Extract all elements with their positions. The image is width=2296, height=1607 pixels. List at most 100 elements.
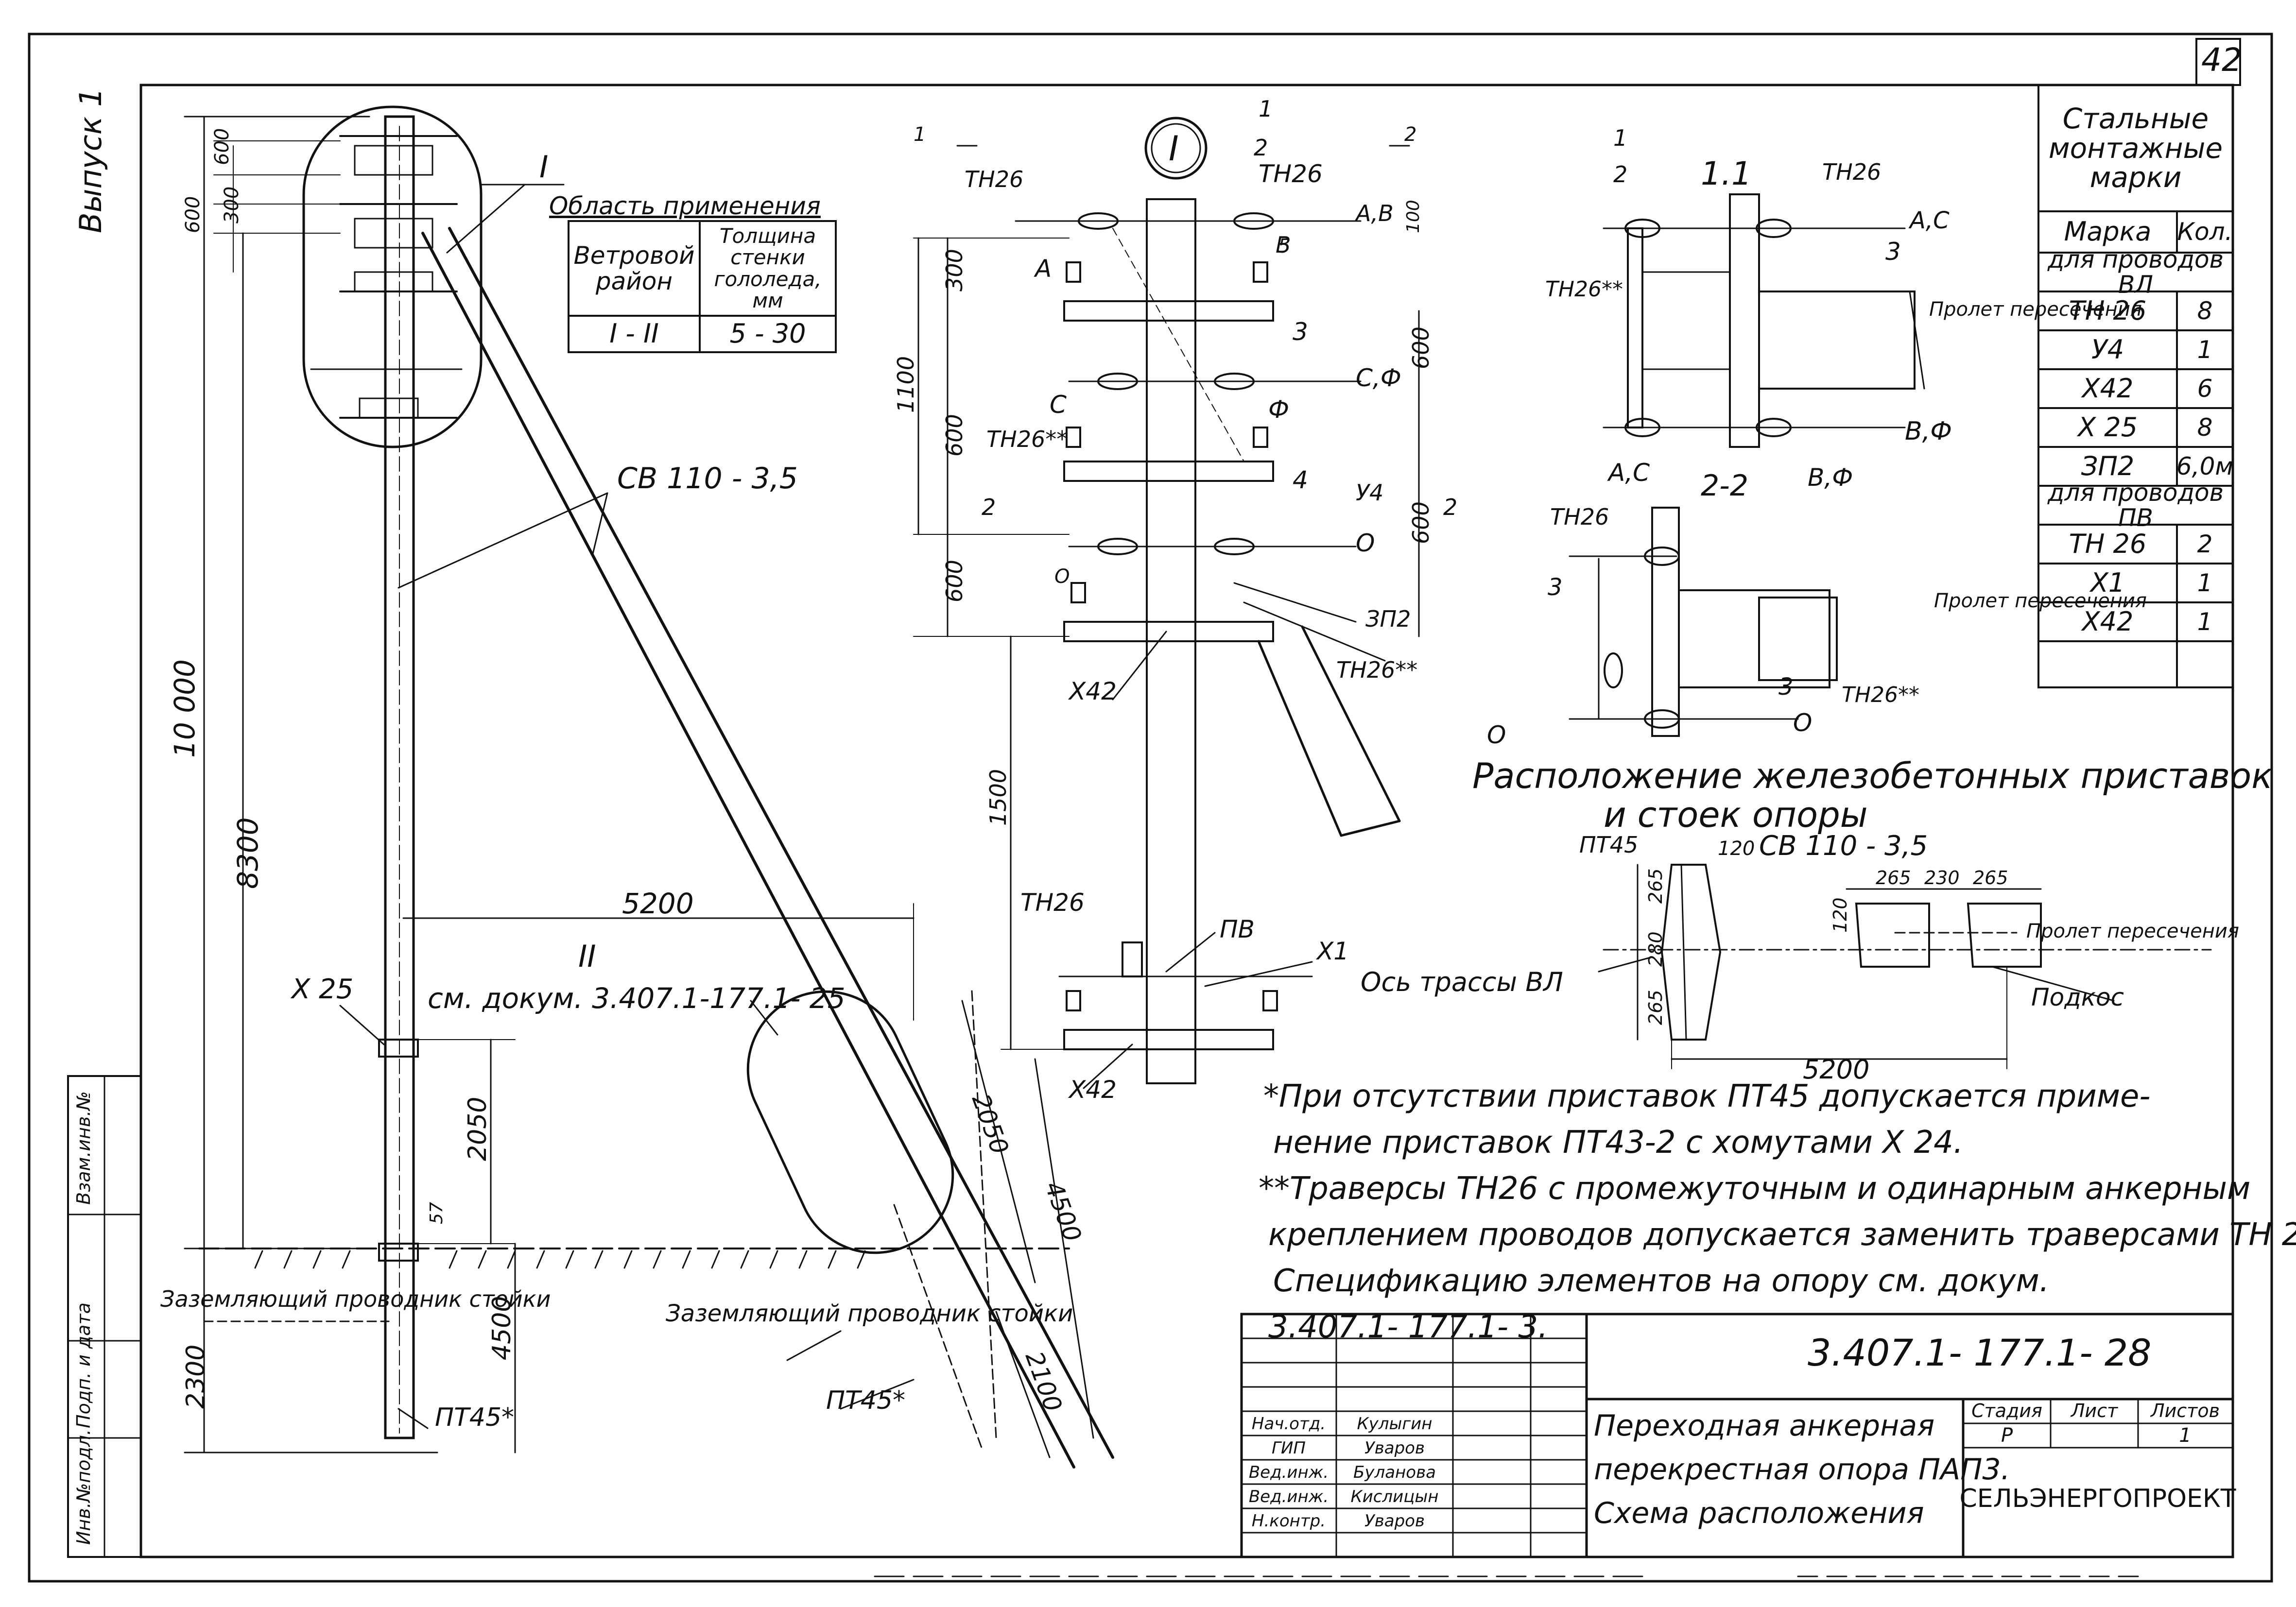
mark-name: Х42 (2082, 373, 2134, 404)
callout-I-ring (302, 105, 483, 448)
mark-qty: 1 (2197, 607, 2213, 636)
d1-pv: ПВ (1220, 915, 1255, 943)
application-area-title: Область применения (549, 192, 821, 220)
layout-plan-title-1: Расположение железобетонных приставок (1472, 755, 2273, 796)
s11-n3: 3 (1885, 238, 1901, 266)
mark-name: Х1 (2090, 567, 2125, 598)
staff-role: ГИП (1272, 1438, 1306, 1458)
d1-o1: О (1356, 529, 1375, 557)
lp-pt45: ПТ45 (1579, 832, 1638, 858)
d1-dim-100: 100 (1403, 200, 1423, 233)
wind-region-value: I - II (609, 318, 659, 349)
staff-name: Кислицын (1350, 1487, 1439, 1507)
s22-n3a: 3 (1548, 574, 1563, 601)
lp-d265b: 265 (1645, 990, 1666, 1025)
doc-number: 3.407.1- 177.1- 28 (1808, 1331, 2152, 1374)
dim-600-left: 600 (182, 196, 204, 233)
strut-line-1 (421, 232, 1075, 1469)
strut-line-2 (448, 227, 1114, 1459)
dim-57: 57 (427, 1202, 447, 1224)
mark-name: Х 25 (2078, 411, 2138, 443)
stage-header: Стадия (1971, 1400, 2042, 1422)
grounding-label-1a: Заземляющий проводник стойки (160, 1286, 551, 1312)
sheets-header: Листов (2151, 1400, 2220, 1422)
s11-bf2: В,Ф (1808, 463, 1853, 492)
d1-tn26-e: ТН26 (1020, 889, 1085, 917)
d1-o2: О (1054, 565, 1070, 588)
stage-value: Р (2001, 1424, 2013, 1447)
lp-d265a: 265 (1645, 868, 1666, 904)
s11-n1: 1 (1613, 125, 1627, 151)
d1-n2c: 2 (1443, 494, 1457, 520)
mark-qty: 6,0м (2176, 452, 2234, 480)
see-doc-ref: см. докум. 3.407.1-177.1- 25 (428, 982, 846, 1015)
post-label: СВ 110 - 3,5 (617, 462, 798, 496)
d1-zp2: ЗП2 (1365, 606, 1411, 632)
lp-post: СВ 110 - 3,5 (1759, 830, 1928, 862)
d1-sec-mark-1: 1 (914, 123, 926, 146)
sheet-value (2052, 1424, 2137, 1447)
lp-d120: 120 (1718, 838, 1755, 860)
d1-dim-300: 300 (941, 249, 967, 291)
s11-title: 1.1 (1701, 155, 1752, 192)
lp-axis: Ось трассы ВЛ (1361, 967, 1563, 997)
note-line: 3.407.1- 177.1- 3. (1268, 1309, 1548, 1345)
s11-span: Пролет пересечения (1929, 298, 2142, 321)
s22-tn26s: ТН26** (1842, 683, 1919, 707)
s22-o2: О (1793, 709, 1812, 737)
marks-section-pv: для проводов ПВ (2047, 478, 2224, 532)
s11-tn26s: ТН26** (1545, 277, 1623, 302)
d1-c: С (1050, 391, 1067, 419)
d1-n5: 5 (1278, 235, 1290, 257)
lp-d5200: 5200 (1803, 1054, 1869, 1085)
d1-dim-600a: 600 (941, 414, 967, 457)
grounding-label-2: Заземляющий проводник стойки (666, 1300, 1073, 1327)
dim-600-top: 600 (211, 128, 233, 165)
marks-section-vl: для проводов ВЛ (2047, 245, 2224, 299)
dim-5200: 5200 (622, 887, 694, 920)
mark-qty: 1 (2197, 568, 2213, 597)
note-line: нение приставок ПТ43-2 с хомутами Х 24. (1273, 1125, 1964, 1161)
note-line: креплением проводов допускается заменить… (1268, 1217, 2296, 1253)
inner-frame (139, 84, 2234, 1558)
d1-n2b: 2 (982, 494, 996, 520)
d1-x42-a: Х42 (1068, 677, 1117, 705)
title-line-2: перекрестная опора ПАП3. (1594, 1453, 2010, 1487)
s22-n3b: 3 (1778, 673, 1794, 701)
post-vertical (384, 115, 415, 1439)
d1-u4: У4 (1356, 479, 1383, 506)
staff-name: Уваров (1364, 1511, 1425, 1531)
d1-tn26-a: ТН26 (965, 166, 1023, 192)
mark-name: ТН 26 (2069, 295, 2147, 326)
stamp-vzam-inv: Взам.инв.№ (73, 1091, 94, 1205)
d1-tn26-b: ТН26 (1259, 160, 1323, 188)
s22-span: Пролет пересечения (1934, 590, 2147, 612)
s22-tn26: ТН26 (1550, 504, 1609, 530)
s22-title: 2-2 (1701, 469, 1748, 503)
x25-label: Х 25 (290, 974, 353, 1005)
d1-b: В (1276, 232, 1291, 258)
staff-role: Нач.отд. (1251, 1414, 1326, 1434)
lp-d120b: 120 (1830, 897, 1851, 933)
mark-name: ТН 26 (2069, 528, 2147, 559)
staff-name: Буланова (1353, 1463, 1436, 1483)
d1-a-v: А,В (1354, 200, 1394, 226)
d1-tn26-d: ТН26** (1336, 657, 1417, 683)
staff-name: Кулыгин (1357, 1414, 1433, 1434)
d1-cf: С,Ф (1356, 364, 1401, 392)
lp-d265c: 265 (1876, 867, 1911, 889)
vypusk-label: Выпуск 1 (73, 87, 108, 233)
lp-podkos: Подкос (2031, 983, 2124, 1011)
pt45-label-1: ПТ45* (435, 1403, 514, 1432)
detail-I-label: I (1169, 129, 1179, 169)
organization-name: СЕЛЬЭНЕРГОПРОЕКТ (1959, 1484, 2236, 1513)
sheets-value: 1 (2179, 1424, 2192, 1447)
ice-thickness-header: Толщина стенки гололеда, мм (714, 224, 822, 312)
page-number: 42 (2201, 41, 2242, 79)
d1-dim-600b: 600 (1408, 326, 1434, 369)
layout-plan-title-2: и стоек опоры (1604, 794, 1868, 835)
d1-n3: 3 (1293, 318, 1308, 346)
callout-II-ring (746, 990, 954, 1254)
note-line: Спецификацию элементов на опору см. доку… (1273, 1263, 2050, 1299)
dim-10000: 10 000 (168, 659, 201, 758)
